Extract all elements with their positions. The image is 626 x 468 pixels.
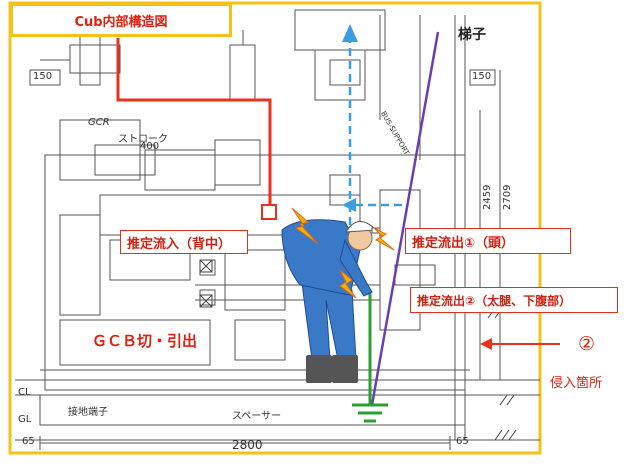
arrow-up-icon <box>342 24 358 42</box>
ladder-line <box>370 31 440 406</box>
entry-text: 侵入箇所 <box>550 376 603 391</box>
stroke-label: ストローク <box>118 134 168 145</box>
dim-2800: 2800 <box>232 438 263 452</box>
contact-point-box <box>261 204 277 220</box>
earth-terminal-label: 接地端子 <box>68 407 108 418</box>
blue-dashed-path <box>348 40 408 225</box>
lightning-spark-icon <box>339 269 357 299</box>
arrow-left-icon <box>480 338 492 350</box>
ground-symbol-icon <box>352 403 388 423</box>
worker-figure <box>281 219 381 383</box>
lightning-spark-icon <box>291 207 319 245</box>
dim-65-left: 65 <box>22 436 35 447</box>
dim-150-right: 150 <box>472 71 492 82</box>
outflow-head-label: 推定流出①（頭） <box>405 228 571 254</box>
lightning-spark-icon <box>373 227 395 251</box>
gcr-label: GCR <box>88 117 110 128</box>
page-title: Cub内部構造図 <box>74 14 168 30</box>
entry-number: ② <box>578 333 596 355</box>
cross-marks <box>199 259 213 308</box>
dim-65-right: 65 <box>456 436 469 447</box>
stroke-value: 400 <box>140 141 160 152</box>
hatch-marks <box>487 307 517 441</box>
arrow-left-blue-icon <box>342 198 356 212</box>
gl-label: GL <box>18 414 32 425</box>
red-current-path <box>116 38 272 205</box>
spacer-label: スペーサー <box>232 411 282 422</box>
gcb-label: ＧＣＢ切・引出 <box>92 332 198 350</box>
inflow-back-label: 推定流入（背中） <box>120 230 248 254</box>
outflow-legs-label: 推定流出②（太腿、下腹部） <box>410 287 618 313</box>
dim-150-left: 150 <box>33 71 53 82</box>
ladder-label: 梯子 <box>458 27 486 43</box>
title-box: Cub内部構造図 <box>10 3 232 37</box>
dim-2459: 2459 <box>482 184 493 210</box>
dim-2709: 2709 <box>502 184 513 210</box>
cl-label: CL <box>18 387 31 398</box>
